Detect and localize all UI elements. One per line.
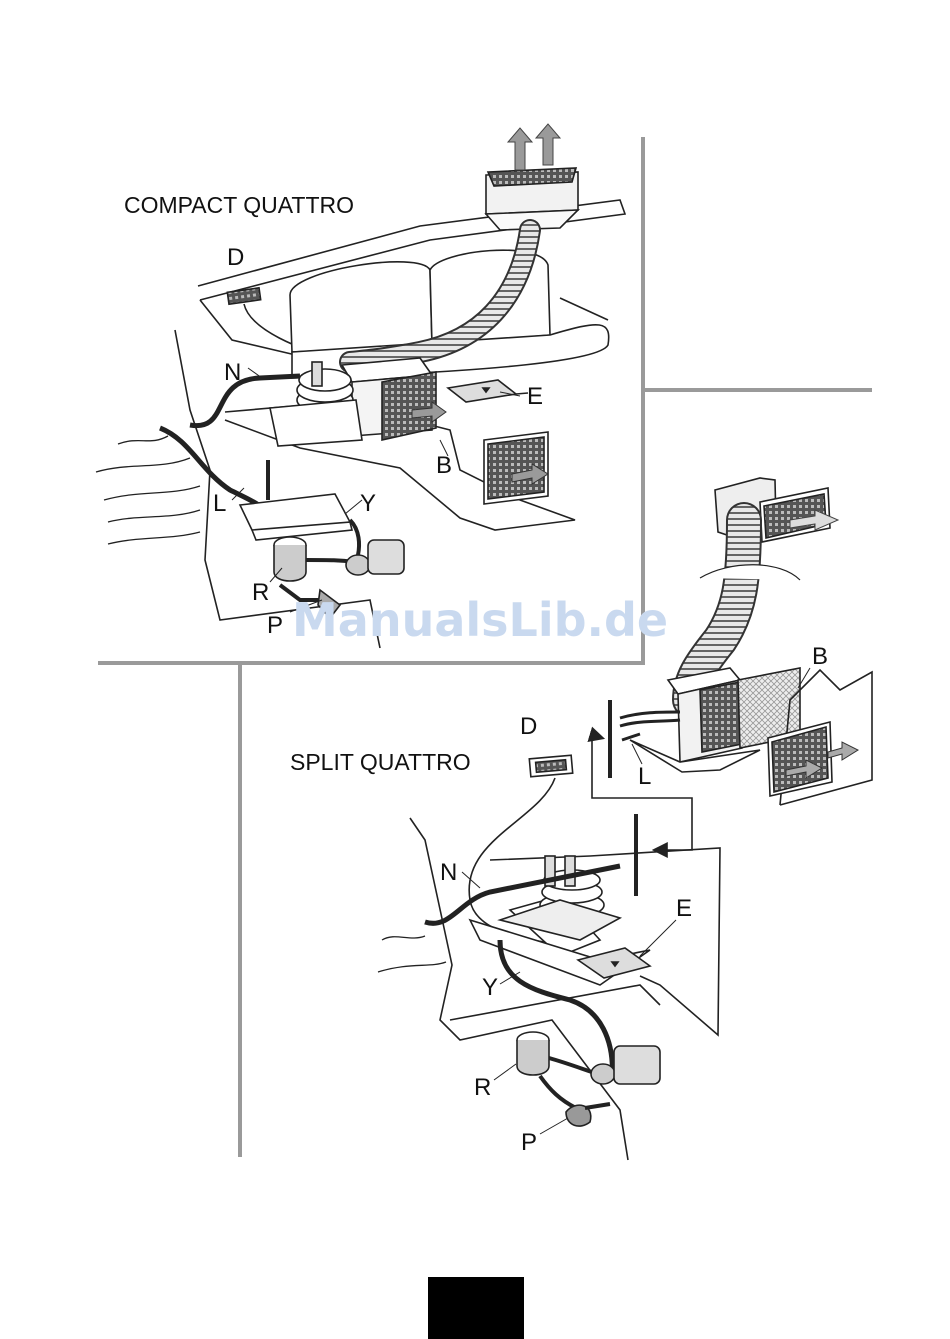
split-label-e: E: [676, 895, 692, 922]
compact-label-d: D: [227, 244, 244, 271]
split-quattro-diagram: [378, 478, 872, 1160]
split-control-panel-d: [529, 755, 572, 777]
compact-label-e: E: [527, 383, 543, 410]
split-label-n: N: [440, 859, 457, 886]
page-number-tab: [428, 1277, 524, 1339]
split-label-l: L: [638, 763, 651, 790]
watermark: ManualsLib.de: [292, 593, 668, 647]
split-pump: [517, 1032, 660, 1126]
sofa: [290, 250, 609, 378]
compact-label-n: N: [224, 359, 241, 386]
compact-label-l: L: [213, 490, 226, 517]
compact-label-b: B: [436, 452, 452, 479]
split-label-r: R: [474, 1074, 491, 1101]
split-label-p: P: [521, 1129, 537, 1156]
water-waves: [96, 436, 200, 544]
compact-label-y: Y: [360, 490, 376, 517]
compact-label-p: P: [267, 612, 283, 639]
control-panel-d: [227, 288, 260, 304]
exhaust-vent: [486, 124, 578, 230]
supply-grille-e: [448, 380, 528, 402]
split-label-y: Y: [482, 974, 498, 1001]
compact-label-r: R: [252, 579, 269, 606]
split-label-b: B: [812, 643, 828, 670]
split-label-d: D: [520, 713, 537, 740]
split-title: SPLIT QUATTRO: [290, 749, 471, 775]
compact-title: COMPACT QUATTRO: [124, 192, 354, 218]
